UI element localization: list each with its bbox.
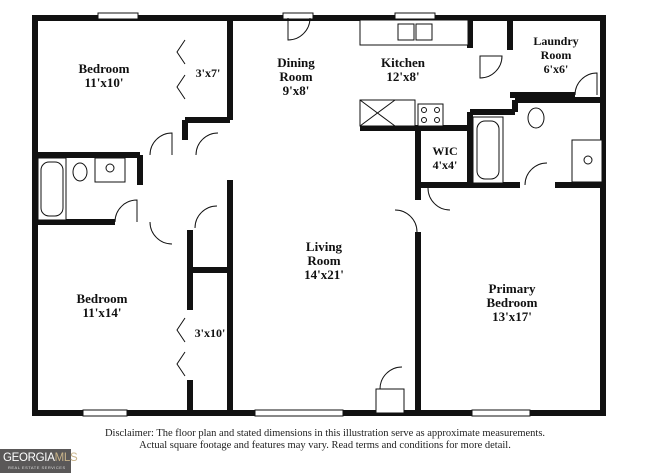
georgiamls-logo: GEORGIAMLS REAL ESTATE SERVICES [0,449,78,473]
room-size: 12'x8' [386,69,420,84]
room-size: 3'x7' [195,66,221,80]
fixtures [37,12,603,417]
logo-subtext: REAL ESTATE SERVICES [8,465,66,470]
room-name: Laundry Room [533,34,579,62]
room-size: 14'x21' [304,267,344,282]
door-swings [114,17,598,390]
logo-text: GEORGIAMLS [3,452,78,464]
room-name: Bedroom [76,291,128,306]
room-name: Living Room [305,239,343,268]
room-name: Dining Room [277,55,315,84]
room-name: WIC [432,144,458,158]
room-size: 9'x8' [282,83,310,98]
disclaimer-line-1: Disclaimer: The floor plan and stated di… [104,428,546,439]
room-size: 6'x6' [543,62,569,76]
disclaimer: Disclaimer: The floor plan and stated di… [0,428,650,452]
disclaimer-line-2: Actual square footage and features may v… [139,440,511,451]
room-name: Bedroom [78,61,130,76]
room-size: 13'x17' [492,309,532,324]
room-size: 3'x10' [194,326,226,340]
room-size: 11'x14' [82,305,122,320]
room-size: 11'x10' [84,75,124,90]
room-closet-2: 3'x10' [195,326,226,340]
room-closet-1: 3'x7' [196,66,221,80]
room-size: 4'x4' [432,158,458,172]
room-name: Kitchen [380,55,426,70]
room-name: Primary Bedroom [486,281,538,310]
